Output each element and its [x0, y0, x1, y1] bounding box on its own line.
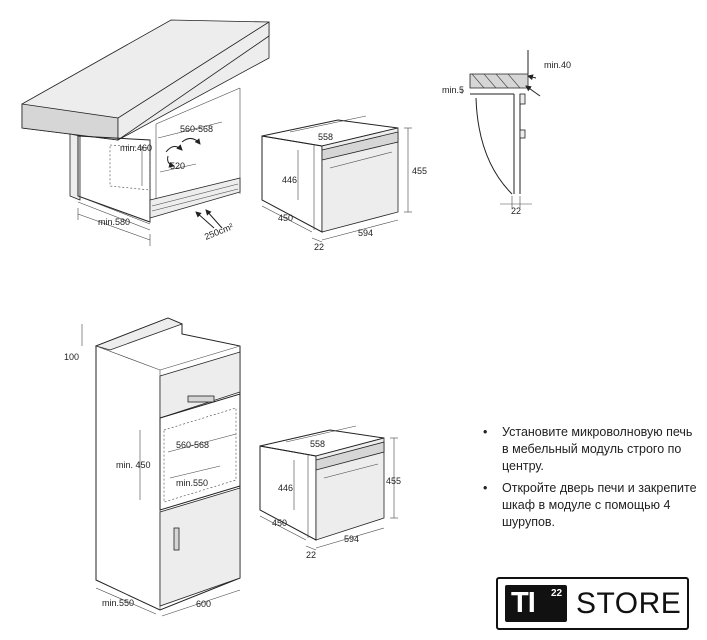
instruction-item-1: • Установите микроволновую печь в мебель… [480, 424, 700, 475]
bottom-oven-drawing [259, 425, 398, 551]
dim-446-top: 446 [282, 175, 297, 185]
dim-600: 600 [196, 599, 211, 609]
logo-mark: TI 22 [505, 585, 567, 622]
dim-min460: min.460 [120, 143, 152, 153]
dim-455-bottom: 455 [386, 476, 401, 486]
ti22-store-logo: TI 22 STORE [496, 577, 689, 630]
dim-446-bottom: 446 [278, 483, 293, 493]
instruction-text-1: Установите микроволновую печь в мебельны… [502, 425, 693, 473]
dim-min40: min.40 [544, 60, 571, 70]
dim-min580: min.580 [98, 217, 130, 227]
undercounter-cabinet-drawing [21, 19, 270, 246]
top-oven-drawing [261, 115, 412, 243]
dim-450-top: 450 [278, 213, 293, 223]
dim-560-568-top: 560-568 [180, 124, 213, 134]
dim-22-top: 22 [314, 242, 324, 252]
dim-520: 520 [170, 161, 185, 171]
bullet-icon: • [483, 425, 488, 439]
dim-455-top: 455 [412, 166, 427, 176]
instruction-text-2: Откройте дверь печи и закрепите шкаф в м… [502, 481, 697, 529]
dim-min550-inner: min.550 [176, 478, 208, 488]
dim-100: 100 [64, 352, 79, 362]
dim-450-bottom: 450 [272, 518, 287, 528]
bullet-icon: • [483, 481, 488, 495]
dim-22-bottom: 22 [306, 550, 316, 560]
dim-594-bottom: 594 [344, 534, 359, 544]
tall-cabinet-drawing [81, 317, 241, 617]
dim-min450: min. 450 [116, 460, 151, 470]
logo-sup-text: 22 [551, 588, 563, 599]
instruction-item-2: • Откройте дверь печи и закрепите шкаф в… [480, 480, 700, 531]
dim-560-568-bottom: 560-568 [176, 440, 209, 450]
dim-min5: min.5 [442, 85, 464, 95]
dim-558-bottom: 558 [310, 439, 325, 449]
dim-min550: min.550 [102, 598, 134, 608]
dim-22-side: 22 [511, 206, 521, 216]
side-view-drawing [461, 50, 541, 208]
installation-instructions: • Установите микроволновую печь в мебель… [480, 424, 700, 536]
dim-558-top: 558 [318, 132, 333, 142]
logo-store-text: STORE [576, 587, 682, 620]
dim-594-top: 594 [358, 228, 373, 238]
logo-ti-text: TI [511, 587, 536, 619]
